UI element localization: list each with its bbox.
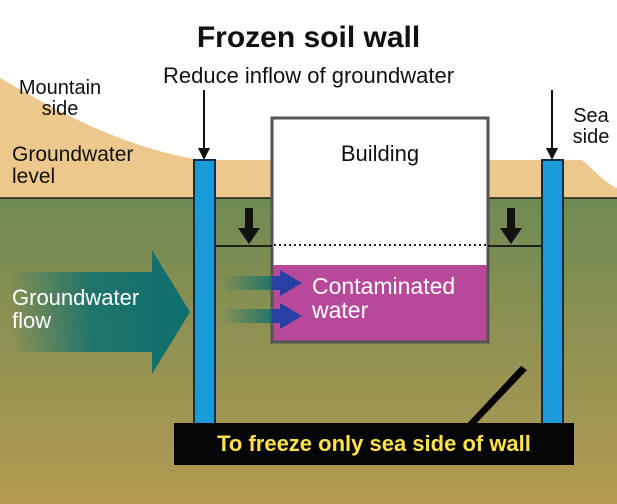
sea-side-wall (541, 159, 564, 425)
contaminated-water-area (273, 265, 487, 341)
caption-pointer (463, 366, 527, 428)
diagram-title: Frozen soil wall (196, 21, 421, 54)
inflow-arrow-lower (222, 303, 302, 329)
building-label: Building (340, 141, 420, 166)
mountain-side-label: Mountain side (18, 77, 102, 120)
right-wall-pointer-arrow (546, 90, 558, 160)
groundwater-flow-arrow (10, 250, 190, 374)
sea-sand-layer (560, 160, 617, 198)
sea-side-label: Sea side (572, 105, 610, 148)
diagram-subtitle: Reduce inflow of groundwater (162, 63, 455, 88)
mountain-side-wall (193, 159, 216, 425)
left-down-arrow (238, 208, 260, 244)
mountain-sand-layer (0, 78, 200, 198)
contaminated-water-label: Contaminated water (312, 273, 456, 324)
inflow-arrow-upper (222, 270, 302, 296)
groundwater-level-label: Groundwater level (12, 143, 134, 189)
groundwater-flow-label: Groundwater flow (12, 285, 140, 334)
caption-box: To freeze only sea side of wall (174, 423, 574, 465)
right-down-arrow (500, 208, 522, 244)
left-wall-pointer-arrow (198, 90, 210, 160)
